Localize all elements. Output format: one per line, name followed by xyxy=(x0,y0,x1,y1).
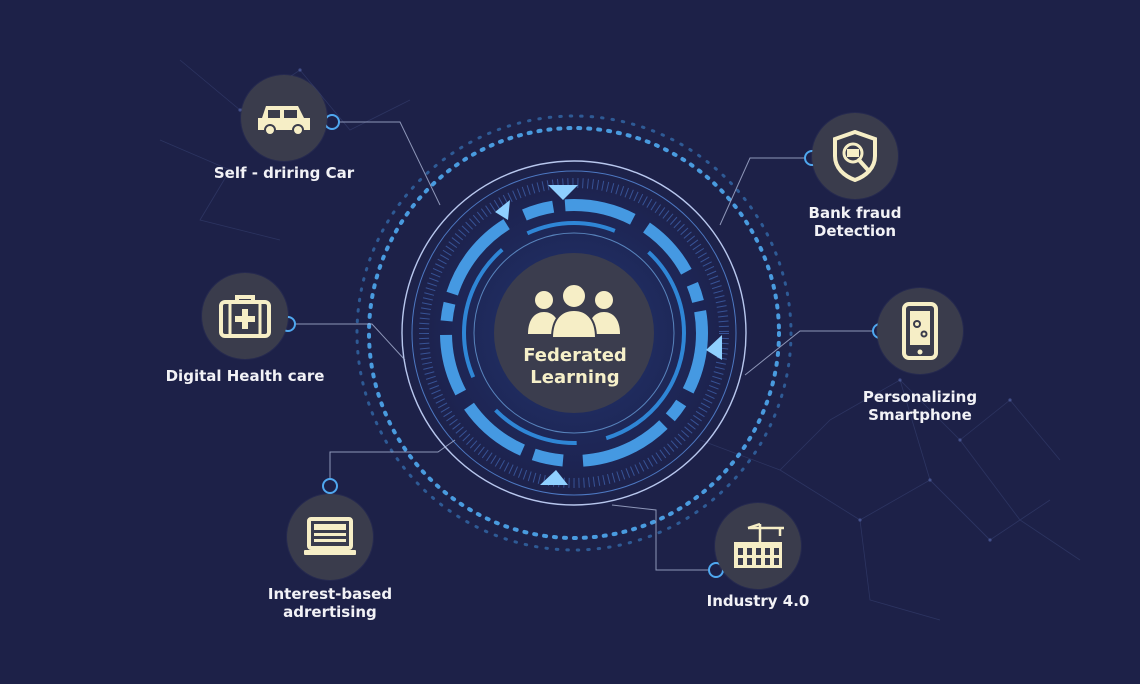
medical-kit-icon xyxy=(218,292,272,340)
wire-car xyxy=(338,121,441,206)
factory-icon xyxy=(730,520,786,572)
outer-dotted-ring-2 xyxy=(355,114,793,552)
app-node-health xyxy=(202,273,288,359)
app-label-car: Self - driring Car xyxy=(213,164,355,182)
app-label-smartphone: Personalizing Smartphone xyxy=(862,388,978,424)
app-label-industry: Industry 4.0 xyxy=(706,592,810,610)
app-node-car xyxy=(241,75,327,161)
thin-ring-outer xyxy=(401,160,747,506)
wire-phone xyxy=(744,330,874,376)
app-node-industry xyxy=(715,503,801,589)
wire-ads xyxy=(329,439,456,480)
arrow-top-left xyxy=(495,200,510,220)
arrow-bottom xyxy=(540,470,568,485)
app-node-advertising xyxy=(287,494,373,580)
app-label-advertising: Interest-based adrertising xyxy=(267,585,393,621)
smartphone-settings-icon xyxy=(902,302,938,360)
users-group-icon xyxy=(522,282,626,339)
app-label-bank-fraud: Bank fraud Detection xyxy=(808,204,902,240)
port-car xyxy=(324,114,340,130)
app-node-smartphone xyxy=(877,288,963,374)
wire-health xyxy=(294,323,406,361)
fraud-shield-icon xyxy=(832,130,878,182)
segment-ring xyxy=(440,199,708,467)
car-icon xyxy=(254,98,314,138)
outer-dotted-ring xyxy=(367,126,781,540)
arrow-top xyxy=(548,185,578,200)
port-ads xyxy=(322,478,338,494)
thin-ring xyxy=(411,170,737,496)
wire-bank xyxy=(719,157,806,226)
hub-label: Federated Learning xyxy=(523,345,627,388)
inner-thin-ring xyxy=(473,232,675,434)
app-node-bank-fraud xyxy=(812,113,898,199)
app-label-health: Digital Health care xyxy=(165,367,325,385)
arrow-right xyxy=(706,335,722,360)
inner-arc-ring xyxy=(462,221,686,445)
laptop-icon xyxy=(302,516,358,558)
wire-industry xyxy=(611,504,710,571)
tick-ring xyxy=(419,178,729,488)
